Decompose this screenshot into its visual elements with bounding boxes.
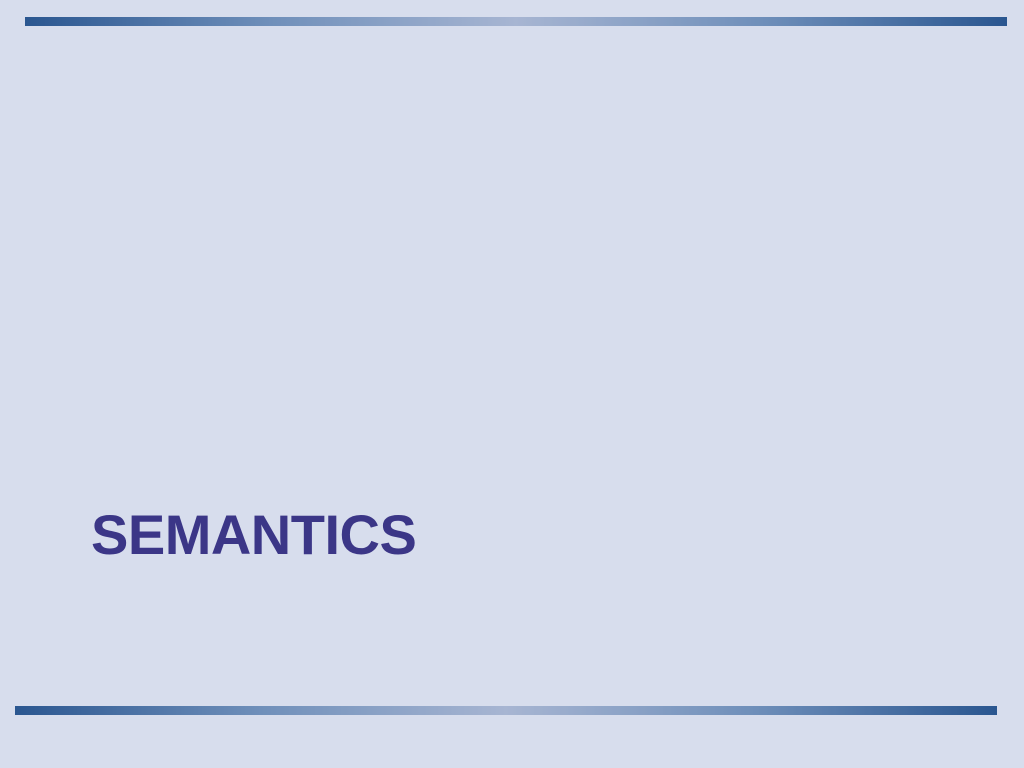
top-divider — [25, 17, 1007, 26]
slide-title: SEMANTICS — [91, 503, 417, 566]
bottom-divider — [15, 706, 997, 715]
